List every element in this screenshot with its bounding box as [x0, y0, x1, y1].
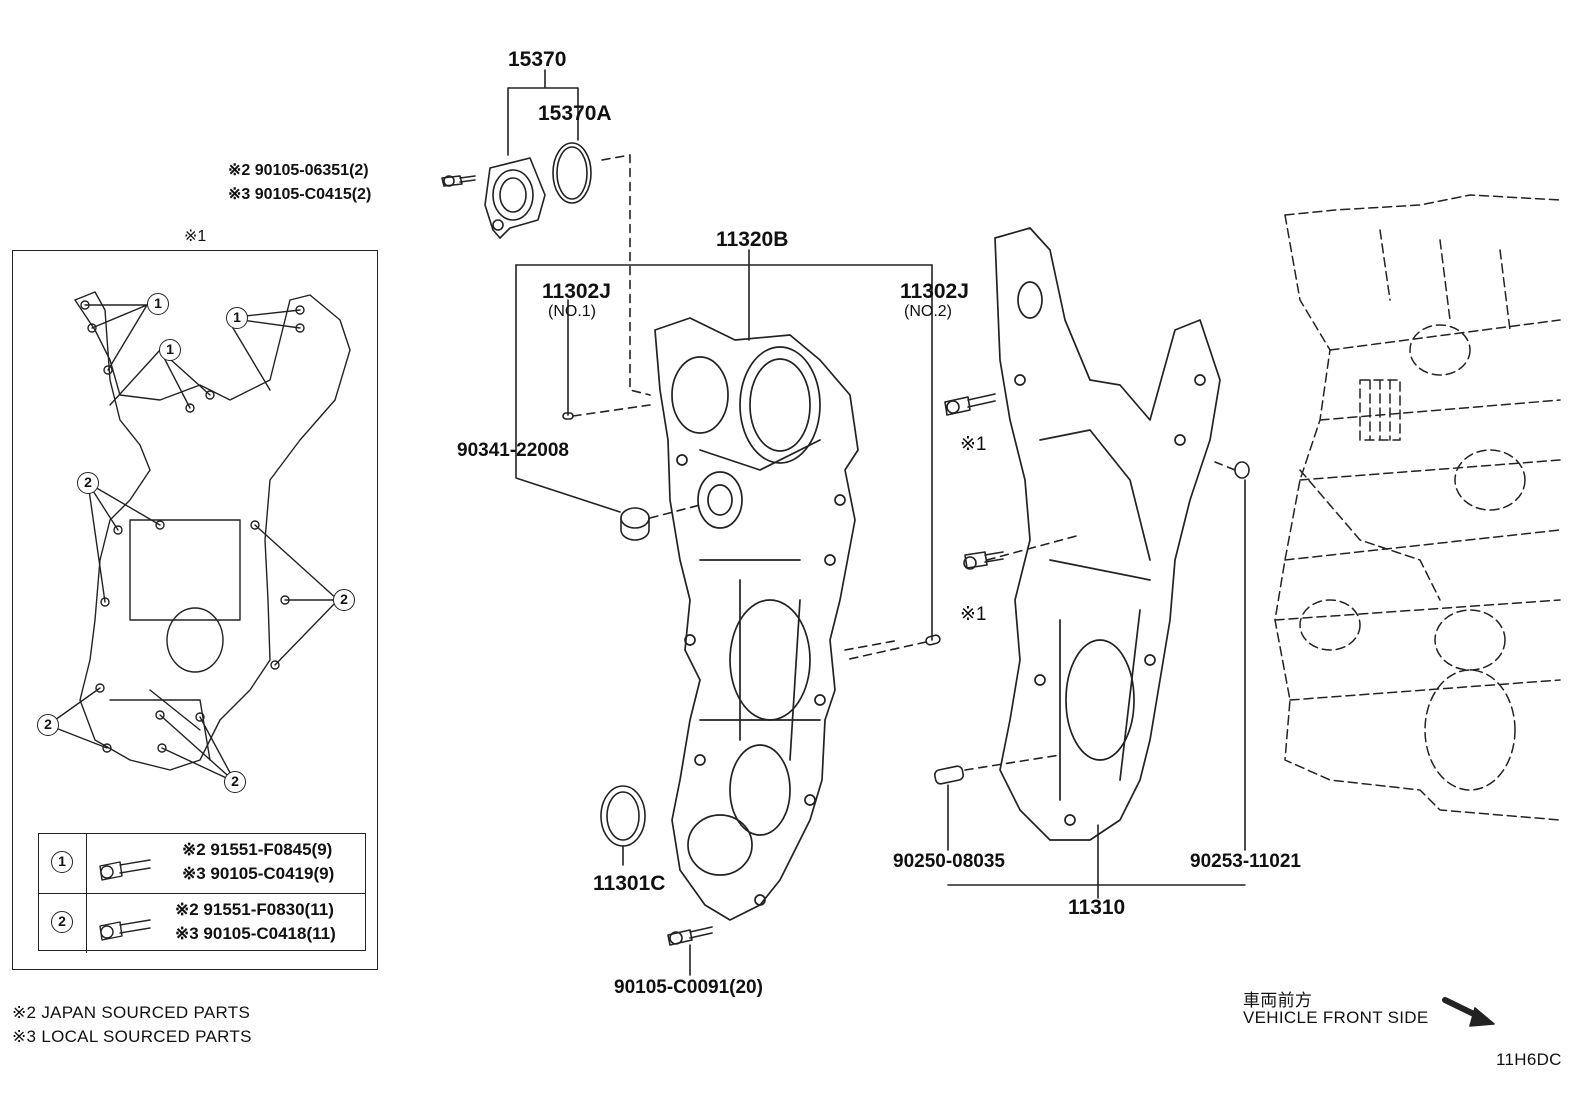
inset-panel: 1 1 1 2 2 2 2 — [12, 250, 378, 970]
timing-gear-case — [994, 227, 1221, 841]
part-11302J-no2-sub: (NO.2) — [904, 303, 952, 320]
part-bolt-top-2[interactable]: ※3 90105-C0415(2) — [228, 186, 372, 203]
part-15370[interactable]: 15370 — [508, 48, 567, 71]
legend-1-line2[interactable]: ※3 90105-C0419(9) — [182, 864, 335, 883]
ref-note-1a: ※1 — [960, 434, 987, 455]
legend-bolt-icons — [99, 859, 151, 941]
o-ring — [552, 142, 592, 204]
camshaft-oil-seal-retainer — [484, 157, 546, 239]
front-direction-en: VEHICLE FRONT SIDE — [1243, 1008, 1429, 1027]
diagram-code: 11H6DC — [1496, 1050, 1562, 1069]
legend-2-line2[interactable]: ※3 90105-C0418(11) — [175, 924, 336, 943]
part-90253-11021[interactable]: 90253-11021 — [1190, 851, 1301, 872]
part-11302J-no1-sub: (NO.1) — [548, 303, 596, 320]
part-90341-22008[interactable]: 90341-22008 — [457, 440, 569, 461]
callout-2c: 2 — [37, 714, 59, 736]
callout-1c: 1 — [159, 339, 181, 361]
note-local-sourced: ※3 LOCAL SOURCED PARTS — [12, 1027, 252, 1046]
inset-title: ※1 — [184, 228, 207, 245]
callout-1b: 1 — [226, 307, 248, 329]
legend-num-1: 1 — [51, 851, 73, 873]
timing-chain-cover — [654, 317, 859, 921]
bolt-legend-table: 1 ※2 91551-F0845(9) ※3 90105-C0419(9) 2 … — [38, 833, 366, 953]
part-bolt-top-1[interactable]: ※2 90105-06351(2) — [228, 162, 369, 179]
ref-note-1b: ※1 — [960, 604, 987, 625]
part-11320B[interactable]: 11320B — [716, 228, 789, 251]
callout-2d: 2 — [224, 771, 246, 793]
legend-num-2: 2 — [51, 911, 73, 933]
callout-1a: 1 — [147, 293, 169, 315]
part-11302J-no2[interactable]: 11302J — [900, 280, 969, 303]
front-direction-jp: 車両前方 — [1243, 991, 1313, 1010]
callout-2b: 2 — [333, 589, 355, 611]
part-90250-08035[interactable]: 90250-08035 — [893, 851, 1005, 872]
part-15370A[interactable]: 15370A — [538, 102, 612, 125]
part-11302J-no1[interactable]: 11302J — [542, 280, 611, 303]
legend-row-2: 2 ※2 91551-F0830(11) ※3 90105-C0418(11) — [39, 893, 365, 953]
part-11310[interactable]: 11310 — [1068, 896, 1126, 919]
callout-2a: 2 — [77, 472, 99, 494]
legend-row-1: 1 ※2 91551-F0845(9) ※3 90105-C0419(9) — [39, 834, 365, 893]
legend-1-line1[interactable]: ※2 91551-F0845(9) — [182, 840, 333, 859]
part-90105-C0091[interactable]: 90105-C0091(20) — [614, 977, 763, 998]
engine-block-outline — [1274, 194, 1561, 821]
legend-2-line1[interactable]: ※2 91551-F0830(11) — [175, 900, 334, 919]
part-11301C[interactable]: 11301C — [593, 872, 666, 895]
note-japan-sourced: ※2 JAPAN SOURCED PARTS — [12, 1003, 251, 1022]
